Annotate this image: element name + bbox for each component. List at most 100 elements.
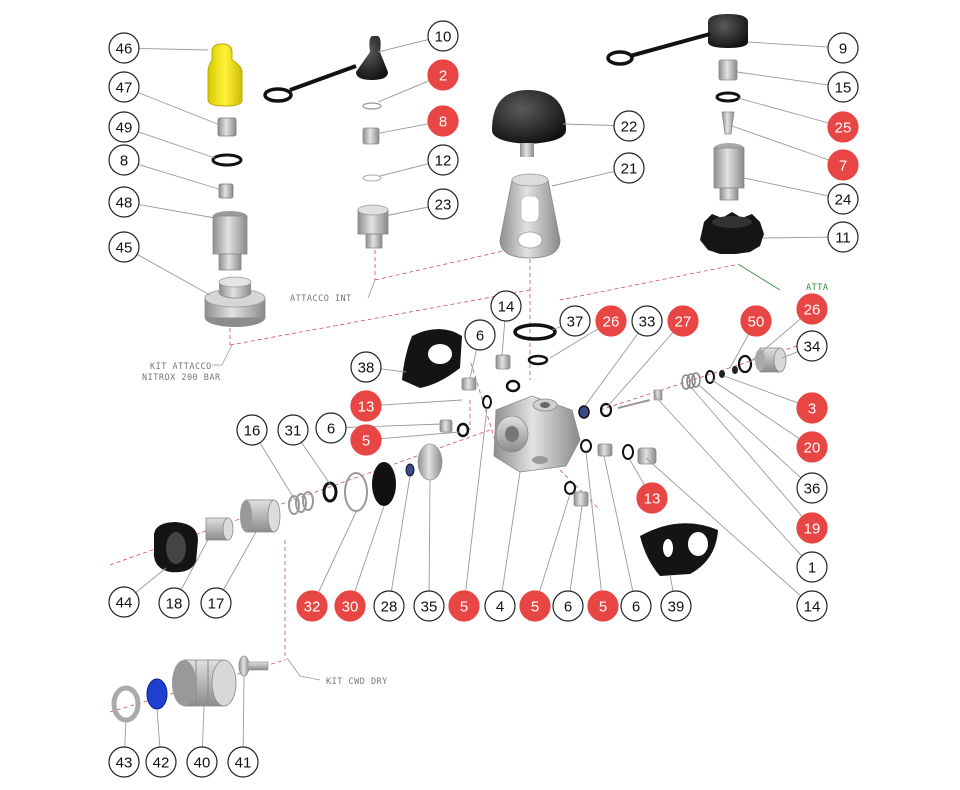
callout-circle bbox=[350, 351, 382, 383]
kit-cwd-label: KIT CWD DRY bbox=[326, 677, 388, 687]
parts bbox=[111, 14, 787, 723]
leader-line bbox=[551, 326, 562, 331]
leader-line bbox=[390, 475, 411, 592]
callout-number: 23 bbox=[435, 197, 452, 214]
callout-number: 8 bbox=[439, 114, 447, 131]
o-ring-49 bbox=[211, 153, 243, 167]
leader-line bbox=[501, 320, 506, 357]
leader-line bbox=[747, 41, 829, 48]
leader-line bbox=[569, 505, 583, 592]
callout-11: 11 bbox=[827, 221, 859, 253]
leader-lines bbox=[124, 39, 829, 748]
callout-14: 14 bbox=[490, 290, 522, 322]
small-nut-8-center bbox=[362, 127, 380, 145]
callout-number: 5 bbox=[362, 433, 370, 450]
callout-45: 45 bbox=[108, 231, 140, 263]
callout-circle bbox=[236, 414, 268, 446]
callout-number: 14 bbox=[804, 599, 821, 616]
piston-17 bbox=[240, 499, 281, 533]
leader-line bbox=[377, 39, 429, 53]
leader-line bbox=[549, 328, 599, 359]
callout-10: 10 bbox=[427, 20, 459, 52]
callout-6: 6 bbox=[464, 319, 496, 351]
handwheel-45 bbox=[204, 276, 266, 327]
callout-circle bbox=[796, 392, 828, 424]
callout-number: 41 bbox=[235, 755, 252, 772]
seat-36 bbox=[653, 389, 663, 401]
leader-line bbox=[379, 163, 429, 177]
o-ring-26-right bbox=[737, 354, 753, 374]
leader-line bbox=[136, 253, 211, 296]
callout-circle bbox=[587, 590, 619, 622]
leader-line bbox=[138, 47, 209, 51]
fitting-23 bbox=[357, 204, 389, 249]
pin-7 bbox=[721, 111, 735, 135]
callout-circle bbox=[613, 152, 645, 184]
callout-50: 50 bbox=[740, 305, 772, 337]
black-dust-cap-10 bbox=[263, 36, 388, 103]
leader-line bbox=[729, 333, 750, 369]
callout-46: 46 bbox=[108, 32, 140, 64]
leader-line bbox=[731, 125, 829, 161]
small-nut-8 bbox=[218, 183, 234, 199]
callout-25: 25 bbox=[827, 111, 859, 143]
adapter-body-48 bbox=[212, 211, 248, 271]
o-ring-5b bbox=[580, 439, 592, 453]
leader-line bbox=[585, 451, 602, 592]
leader-line bbox=[723, 375, 799, 404]
callout-8: 8 bbox=[108, 144, 140, 176]
pin-1 bbox=[617, 399, 651, 409]
callout-circle bbox=[108, 71, 140, 103]
leader-line bbox=[138, 204, 216, 219]
leader-line bbox=[135, 567, 167, 593]
callout-21: 21 bbox=[613, 152, 645, 184]
callout-circle bbox=[740, 305, 772, 337]
callout-22: 22 bbox=[613, 110, 645, 142]
callout-number: 1 bbox=[808, 560, 816, 577]
leader-line bbox=[137, 92, 221, 126]
leader-line bbox=[562, 123, 615, 126]
o-ring-20 bbox=[705, 370, 715, 384]
callout-number: 16 bbox=[244, 423, 261, 440]
callout-circle bbox=[427, 144, 459, 176]
callout-circle bbox=[448, 590, 480, 622]
leader-line bbox=[380, 368, 407, 373]
callout-19: 19 bbox=[796, 512, 828, 544]
leader-line bbox=[380, 431, 461, 440]
callout-number: 39 bbox=[668, 599, 685, 616]
spring-19 bbox=[681, 372, 701, 390]
leader-line bbox=[736, 71, 829, 86]
callout-circle bbox=[660, 590, 692, 622]
kit-atta-label: ATTA bbox=[806, 283, 828, 293]
callout-circle bbox=[595, 305, 627, 337]
callout-number: 21 bbox=[621, 161, 638, 178]
leader-line bbox=[469, 349, 478, 379]
callout-number: 6 bbox=[632, 599, 640, 616]
callout-circle bbox=[108, 586, 140, 618]
plug-14 bbox=[495, 354, 511, 370]
callout-number: 50 bbox=[748, 314, 765, 331]
leader-line bbox=[380, 399, 463, 406]
callout-16: 16 bbox=[236, 414, 268, 446]
kit-nitrox-label-2: NITROX 200 BAR bbox=[142, 373, 221, 383]
leader-line bbox=[124, 719, 127, 748]
callout-9: 9 bbox=[827, 32, 859, 64]
filter-35 bbox=[417, 443, 443, 481]
leader-line bbox=[551, 170, 615, 187]
callout-1: 1 bbox=[796, 551, 828, 583]
callout-number: 13 bbox=[644, 491, 661, 508]
callout-40: 40 bbox=[186, 746, 218, 778]
callout-number: 42 bbox=[153, 755, 170, 772]
callout-30: 30 bbox=[334, 590, 366, 622]
callout-circle bbox=[413, 590, 445, 622]
callout-number: 18 bbox=[166, 596, 183, 613]
o-ring-31 bbox=[322, 481, 338, 503]
leader-line bbox=[629, 459, 645, 486]
callout-26: 26 bbox=[796, 293, 828, 325]
callout-number: 10 bbox=[435, 29, 452, 46]
callout-number: 9 bbox=[839, 41, 847, 58]
leader-line bbox=[242, 675, 245, 748]
